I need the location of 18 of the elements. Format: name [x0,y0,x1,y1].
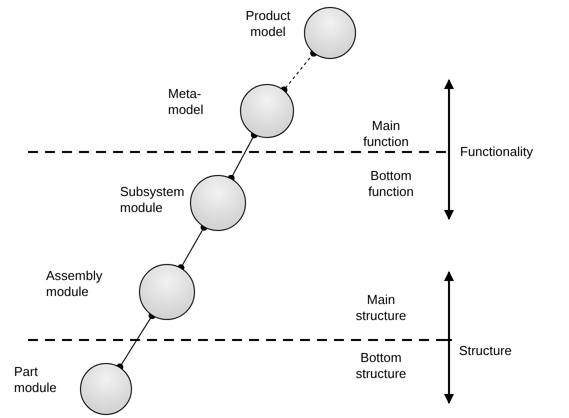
connector-line [280,50,318,94]
connector-line [177,224,208,272]
annotation-label: Main function [362,118,410,150]
circle-node [304,7,356,59]
node-caption: Part module [14,364,58,396]
annotation-label: Bottom function [367,168,415,200]
node-caption: Assembly module [46,268,104,300]
node-caption: Meta- model [168,86,204,118]
annotation-label: Main structure [354,292,408,324]
circle-node [80,363,132,415]
circle-node [240,84,294,138]
connector-line [116,312,156,370]
annotation-label: Functionality [460,144,534,160]
annotation-label: Bottom structure [354,350,408,382]
annotation-label: Structure [459,343,513,359]
connector-line [228,131,258,182]
node-caption: Product model [244,8,292,40]
node-caption: Subsystem module [120,184,186,216]
